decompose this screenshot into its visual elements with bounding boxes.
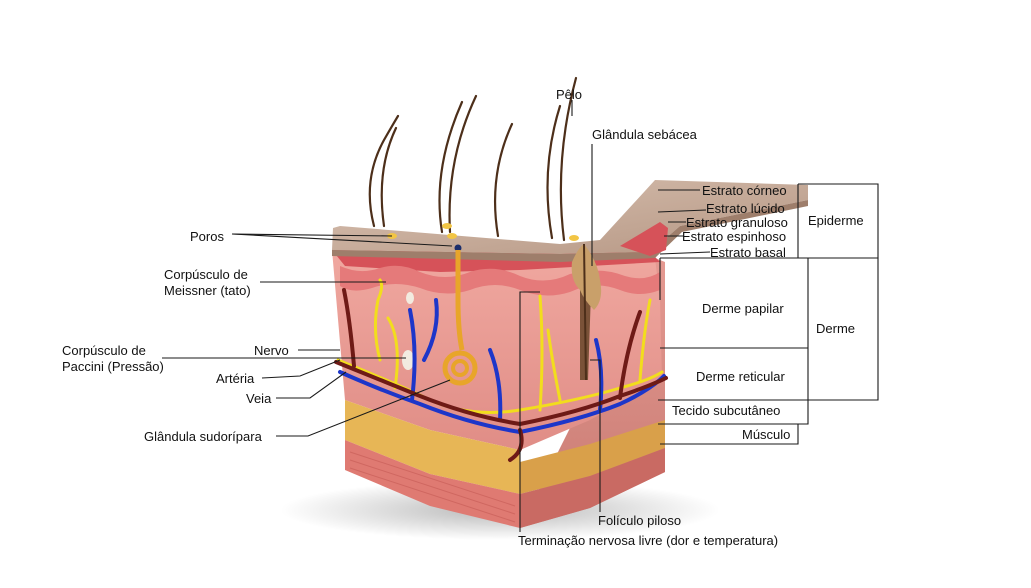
hairs [370,78,576,240]
pore-3 [447,233,457,239]
label-estrato-granuloso: Estrato granuloso [686,216,788,230]
label-tecido-subcutaneo: Tecido subcutâneo [672,404,780,418]
hair-2 [382,128,396,226]
label-terminacao-nervosa: Terminação nervosa livre (dor e temperat… [518,534,778,548]
label-epiderme: Epiderme [808,214,864,228]
label-musculo: Músculo [742,428,790,442]
label-paccini-line1: Corpúsculo de [62,344,146,358]
label-estrato-lucido: Estrato lúcido [706,202,785,216]
label-nervo: Nervo [254,344,289,358]
leader-basal [660,252,710,254]
label-foliculo-piloso: Folículo piloso [598,514,681,528]
hair-5 [495,124,512,236]
leader-veia [276,372,346,398]
leader-arteria [262,360,340,378]
label-pelo: Pêlo [556,88,582,102]
label-estrato-corneo: Estrato córneo [702,184,787,198]
pore-2 [442,223,452,229]
label-estrato-basal: Estrato basal [710,246,786,260]
label-derme-papilar: Derme papilar [702,302,784,316]
hair-7 [561,78,576,240]
label-poros: Poros [190,230,224,244]
label-arteria: Artéria [216,372,254,386]
label-veia: Veia [246,392,271,406]
label-glandula-sebacea: Glândula sebácea [592,128,697,142]
label-derme: Derme [816,322,855,336]
label-derme-reticular: Derme reticular [696,370,785,384]
pore-4 [569,235,579,241]
pacinian-corpuscle [402,350,414,370]
meissner-corpuscle [406,292,414,304]
hair-3 [440,102,463,232]
label-estrato-espinhoso: Estrato espinhoso [682,230,786,244]
label-meissner-line2: Meissner (tato) [164,284,251,298]
label-glandula-sudoripara: Glândula sudorípara [144,430,262,444]
label-meissner-line1: Corpúsculo de [164,268,248,282]
hair-6 [548,106,561,238]
hair-4 [450,96,476,232]
label-paccini-line2: Paccini (Pressão) [62,360,164,374]
